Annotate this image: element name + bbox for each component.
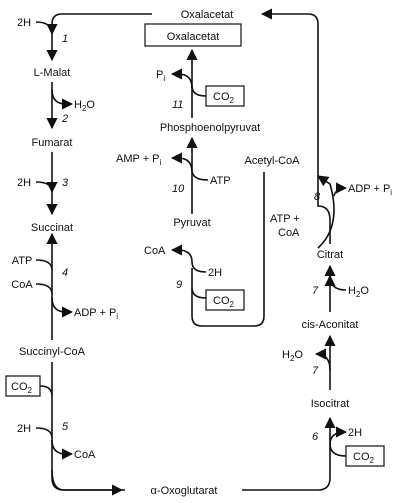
arrow-co2-step9 xyxy=(191,287,207,299)
line-bottom-right xyxy=(242,438,331,491)
step-number-6: 6 xyxy=(312,431,319,443)
label-2h-step6: 2H xyxy=(348,427,362,439)
label-atp-step10: ATP xyxy=(210,175,231,187)
arrow-2h-step3 xyxy=(35,181,58,194)
arrow-adp-step4 xyxy=(51,297,74,318)
label-coa-step4: CoA xyxy=(11,279,33,291)
step-number-8: 8 xyxy=(314,191,321,203)
step-number-4: 4 xyxy=(62,267,68,279)
arrow-coa-step4 xyxy=(35,283,53,295)
label-coa-step8: CoA xyxy=(278,227,300,239)
label-phosphoenolpyruvat: Phosphoenolpyruvat xyxy=(160,122,260,134)
label-oxoglutarat: α-Oxoglutarat xyxy=(151,485,218,497)
label-2h-step9: 2H xyxy=(208,267,222,279)
step-number-7a: 7 xyxy=(312,285,319,297)
label-succinyl-coa: Succinyl-CoA xyxy=(19,346,86,358)
arrow-2h-step5 xyxy=(35,427,53,439)
arrow-co2-step5 xyxy=(39,385,53,397)
arrow-acetylcoa-step8 xyxy=(317,175,335,249)
arrow-co2-step6 xyxy=(329,426,348,457)
label-cis-aconitat: cis-Aconitat xyxy=(302,319,359,331)
label-oxalacetat-box: Oxalacetat xyxy=(167,31,220,43)
arrow-bottom-left xyxy=(51,469,124,496)
label-2h-step3: 2H xyxy=(17,177,31,189)
label-co2-step6: CO2 xyxy=(353,451,375,465)
label-adp-step4: ADP + Pi xyxy=(74,307,118,321)
line-citrat-up xyxy=(317,56,331,244)
arrow-p-step11 xyxy=(170,68,193,89)
label-pyruvat: Pyruvat xyxy=(173,217,210,229)
arrow-atp-step10 xyxy=(191,169,209,181)
arrow-atp-step4 xyxy=(35,259,53,271)
step-number-7b: 7 xyxy=(312,365,319,377)
arrow-h2o-step2 xyxy=(51,89,74,110)
label-adp-step8: ADP + Pi xyxy=(348,183,392,197)
label-h2o-step7a: H2O xyxy=(348,285,369,299)
line-inner-u xyxy=(191,172,265,327)
label-p-step11: Pi xyxy=(156,69,165,83)
label-isocitrat: Isocitrat xyxy=(311,398,350,410)
box-co2-step9 xyxy=(205,289,245,311)
step-number-5: 5 xyxy=(62,421,69,433)
step-number-11: 11 xyxy=(172,99,183,111)
label-succinat: Succinat xyxy=(31,222,73,234)
arrow-adp-step8 xyxy=(333,182,348,197)
arrow-h2o-step7a xyxy=(324,274,347,291)
label-acetyl-coa: Acetyl-CoA xyxy=(244,155,300,167)
label-l-malat: L-Malat xyxy=(34,67,71,79)
label-citrat: Citrat xyxy=(317,249,343,261)
cycle-top-right-arrow xyxy=(260,8,319,56)
box-co2-step6 xyxy=(345,445,385,467)
line-bottom-left xyxy=(51,477,125,491)
label-oxalacetat-top: Oxalacetat xyxy=(181,9,234,21)
arrow-coa-step5 xyxy=(51,439,74,460)
label-fumarat: Fumarat xyxy=(32,137,73,149)
label-coa-step9: CoA xyxy=(144,245,166,257)
label-atp-plus-step8: ATP + xyxy=(270,213,300,225)
box-co2-step11 xyxy=(205,85,245,107)
arrow-coa-step9 xyxy=(170,244,193,263)
step-number-3: 3 xyxy=(62,177,69,189)
box-co2-step5 xyxy=(5,375,41,397)
label-amp-step10: AMP + Pi xyxy=(116,153,162,167)
arrow-co2-step11 xyxy=(191,85,207,97)
label-2h-step5: 2H xyxy=(17,423,31,435)
step-number-1: 1 xyxy=(62,33,68,45)
label-h2o-step2: H2O xyxy=(74,99,95,113)
label-atp-step4: ATP xyxy=(12,255,33,267)
step-number-10: 10 xyxy=(172,183,185,195)
label-2h-step1: 2H xyxy=(17,17,31,29)
box-oxalacetat xyxy=(144,23,242,47)
label-co2-step9: CO2 xyxy=(213,295,235,309)
arrow-h2o-step7b xyxy=(314,348,331,371)
label-co2-step5: CO2 xyxy=(11,381,33,395)
arrow-2h-step9 xyxy=(191,261,207,273)
step-number-9: 9 xyxy=(176,279,182,291)
arrow-amp-step10 xyxy=(170,152,193,173)
label-h2o-step7b: H2O xyxy=(282,349,303,363)
label-co2-step11: CO2 xyxy=(213,91,235,105)
label-coa-step5: CoA xyxy=(74,449,96,461)
arrow-2h-step1 xyxy=(35,21,58,36)
step-number-2: 2 xyxy=(61,113,68,125)
